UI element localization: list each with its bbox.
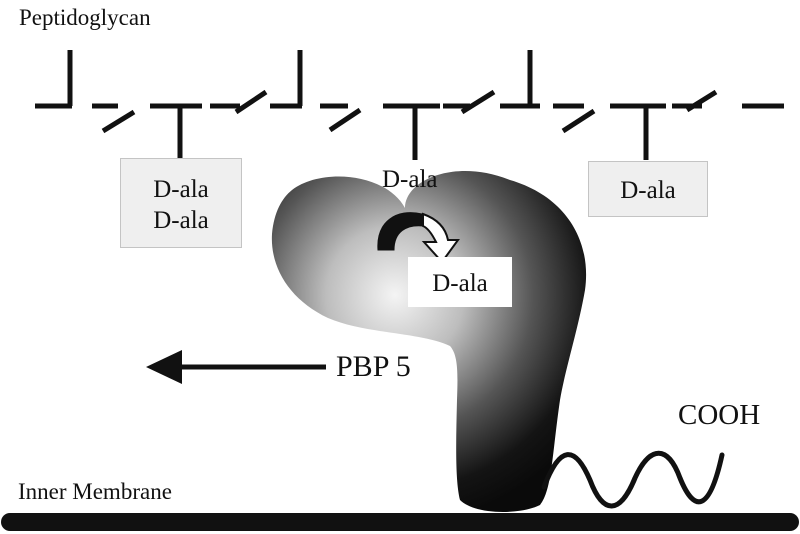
glycan-link bbox=[561, 108, 596, 134]
pbp5-label: PBP 5 bbox=[336, 350, 411, 383]
dala-attached-label: D-ala bbox=[382, 166, 438, 193]
dala-label: D-ala bbox=[153, 176, 209, 203]
cooh-tail bbox=[541, 450, 725, 509]
dala-label: D-ala bbox=[153, 207, 209, 234]
dala-box-right: D-ala bbox=[588, 161, 708, 217]
glycan-link bbox=[234, 89, 268, 115]
dala-label: D-ala bbox=[432, 270, 488, 297]
glycan-link bbox=[328, 107, 362, 133]
glycan-link bbox=[101, 109, 136, 134]
peptidoglycan-label: Peptidoglycan bbox=[19, 5, 151, 30]
left-arrow-icon bbox=[146, 350, 326, 384]
pbp5-protein bbox=[271, 171, 587, 512]
glycan-link bbox=[685, 89, 718, 113]
dala-released-box: D-ala bbox=[408, 257, 512, 307]
dala-dipeptide-box-left: D-ala D-ala bbox=[120, 158, 242, 248]
glycan-link bbox=[460, 89, 496, 115]
cooh-label: COOH bbox=[678, 399, 761, 431]
dala-label: D-ala bbox=[620, 177, 676, 204]
inner-membrane-label: Inner Membrane bbox=[18, 479, 172, 504]
curved-arrow-icon bbox=[377, 212, 460, 264]
peptidoglycan-chain bbox=[35, 50, 784, 160]
